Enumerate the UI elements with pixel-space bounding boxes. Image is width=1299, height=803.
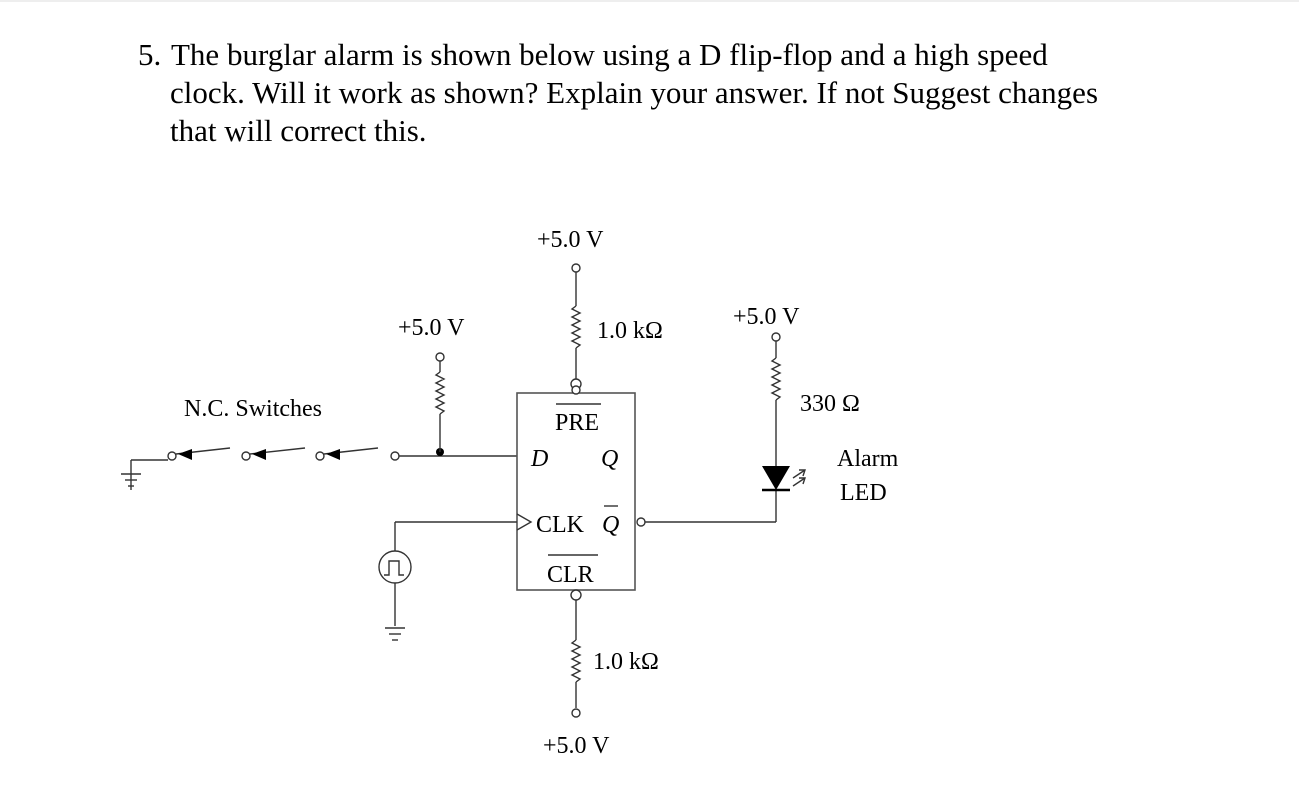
- resistor-led: [770, 332, 782, 440]
- supply-label-led: +5.0 V: [733, 304, 800, 330]
- question-number: 5.: [138, 37, 162, 72]
- led-label-line-2: LED: [840, 480, 887, 506]
- question-line-3: that will correct this.: [170, 113, 427, 148]
- supply-label-clr: +5.0 V: [543, 733, 610, 759]
- question-line-1: The burglar alarm is shown below using a…: [171, 37, 1048, 72]
- nc-switch-1: [167, 447, 251, 461]
- pin-label-clr: CLR: [547, 562, 594, 588]
- clock-source: [378, 521, 517, 641]
- pin-label-qbar: Q: [602, 512, 619, 538]
- ground-symbol-switches: [121, 468, 141, 490]
- alarm-led: [762, 440, 806, 492]
- pre-inversion-bubble: [571, 385, 581, 395]
- supply-label-pre: +5.0 V: [537, 227, 604, 253]
- resistor-label-clr: 1.0 kΩ: [593, 649, 659, 675]
- pin-label-clk: CLK: [536, 512, 585, 538]
- resistor-label-led: 330 Ω: [800, 391, 860, 417]
- resistor-clr: [570, 589, 582, 718]
- switch-label: N.C. Switches: [184, 396, 322, 422]
- clock-edge-symbol: [516, 513, 533, 531]
- resistor-pullup-d: [434, 352, 446, 452]
- question-line-2: clock. Will it work as shown? Explain yo…: [170, 75, 1099, 110]
- nc-switch-3: [323, 447, 400, 461]
- resistor-label-pre: 1.0 kΩ: [597, 318, 663, 344]
- top-border: [0, 0, 1299, 2]
- nc-switch-2: [249, 447, 325, 461]
- resistor-pre: [570, 263, 582, 395]
- supply-label-d-pullup: +5.0 V: [398, 315, 465, 341]
- pin-label-pre: PRE: [555, 410, 599, 436]
- pin-label-d: D: [530, 446, 548, 472]
- pin-label-q: Q: [601, 446, 618, 472]
- led-label-line-1: Alarm: [837, 446, 899, 472]
- clr-inversion-bubble: [570, 589, 582, 601]
- qbar-inversion-bubble: [636, 517, 646, 527]
